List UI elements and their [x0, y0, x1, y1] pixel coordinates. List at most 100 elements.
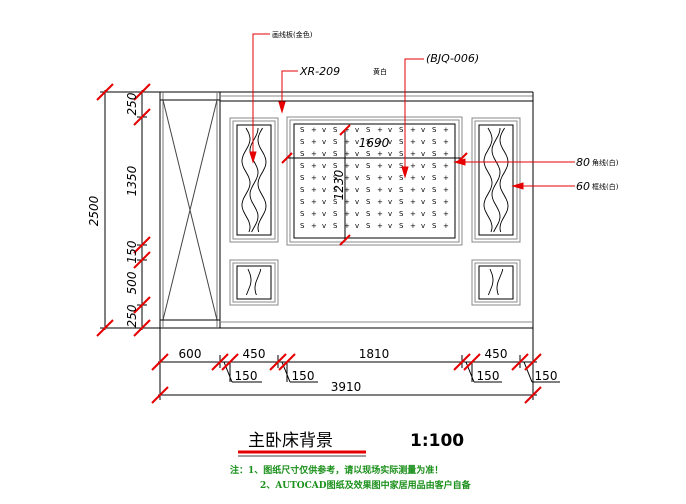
- pattern-glyph: v: [421, 126, 425, 134]
- pattern-glyph: +: [410, 198, 416, 206]
- pattern-glyph: +: [377, 186, 383, 194]
- dim-gap-1: 150: [292, 369, 315, 383]
- pattern-glyph: +: [311, 198, 317, 206]
- dim-bottom-2: 1810: [359, 347, 390, 361]
- pattern-glyph: +: [311, 162, 317, 170]
- pattern-glyph: +: [443, 150, 449, 158]
- pattern-glyph: S: [432, 126, 437, 134]
- pattern-glyph: S: [366, 162, 371, 170]
- pattern-glyph: +: [443, 222, 449, 230]
- dim-panel-height: 1230: [332, 169, 346, 200]
- pattern-glyph: S: [399, 150, 404, 158]
- dim-overall-height: 2500: [87, 195, 101, 226]
- pattern-glyph: S: [366, 210, 371, 218]
- wave-line: [483, 127, 493, 233]
- dim-left-3: 500: [125, 271, 139, 294]
- pattern-glyph: +: [344, 222, 350, 230]
- panel-right-small: [471, 259, 521, 306]
- pattern-glyph: +: [443, 186, 449, 194]
- pattern-glyph: +: [410, 138, 416, 146]
- pattern-glyph: S: [300, 210, 305, 218]
- pattern-glyph: S: [300, 138, 305, 146]
- pattern-glyph: S: [333, 222, 338, 230]
- pattern-glyph: +: [344, 186, 350, 194]
- pattern-glyph: +: [311, 138, 317, 146]
- dim-left-1: 1350: [125, 165, 139, 196]
- pattern-glyph: v: [322, 174, 326, 182]
- pattern-glyph: S: [333, 138, 338, 146]
- note-2: 2、AUTOCAD图纸及效果图中家居用品由客户自备: [260, 479, 472, 491]
- pattern-glyph: S: [366, 150, 371, 158]
- pattern-glyph: v: [421, 150, 425, 158]
- pattern-glyph: v: [421, 186, 425, 194]
- dim-left-4: 250: [125, 304, 139, 327]
- pattern-glyph: S: [366, 222, 371, 230]
- drawing-scale: 1:100: [410, 431, 464, 451]
- callout-leaders: [249, 33, 575, 190]
- pattern-glyph: v: [355, 186, 359, 194]
- wave-line: [499, 127, 509, 233]
- dim-left-2: 150: [125, 240, 139, 263]
- pattern-glyph: v: [322, 138, 326, 146]
- pattern-glyph: v: [421, 198, 425, 206]
- pattern-glyph: S: [432, 222, 437, 230]
- pattern-glyph: S: [333, 186, 338, 194]
- pattern-glyph: +: [410, 126, 416, 134]
- pattern-glyph: v: [355, 138, 359, 146]
- pattern-glyph: S: [432, 198, 437, 206]
- pattern-glyph: +: [377, 138, 383, 146]
- pattern-glyph: v: [388, 198, 392, 206]
- pattern-glyph: +: [344, 138, 350, 146]
- pattern-glyph: S: [399, 138, 404, 146]
- pattern-glyph: +: [311, 210, 317, 218]
- dim-bottom-1: 450: [243, 347, 266, 361]
- pattern-glyph: S: [432, 150, 437, 158]
- pattern-glyph: +: [311, 186, 317, 194]
- pattern-glyph: v: [421, 174, 425, 182]
- pattern-glyph: v: [322, 198, 326, 206]
- pattern-glyph: v: [388, 126, 392, 134]
- pattern-glyph: v: [322, 162, 326, 170]
- pattern-glyph: S: [432, 186, 437, 194]
- callout-line60-note: 框线(白): [592, 182, 619, 191]
- pattern-glyph: S: [333, 174, 338, 182]
- pattern-glyph: v: [421, 222, 425, 230]
- pattern-glyph: +: [443, 174, 449, 182]
- panel-center: [286, 116, 463, 246]
- pattern-glyph: v: [355, 222, 359, 230]
- pattern-glyph: S: [399, 126, 404, 134]
- pattern-glyph: S: [399, 222, 404, 230]
- wave-line: [496, 268, 504, 296]
- pattern-glyph: +: [311, 150, 317, 158]
- wave-line: [487, 268, 494, 296]
- pattern-glyph: +: [344, 198, 350, 206]
- pattern-glyph: +: [443, 126, 449, 134]
- pattern-glyph: S: [432, 210, 437, 218]
- pattern-glyph: v: [355, 150, 359, 158]
- pattern-glyph: S: [399, 174, 404, 182]
- pattern-glyph: +: [344, 150, 350, 158]
- callout-line80-note: 角线(白): [592, 158, 619, 167]
- wave-line: [241, 127, 251, 233]
- pattern-glyph: S: [432, 162, 437, 170]
- pattern-glyph: S: [399, 186, 404, 194]
- pattern-glyph: +: [443, 210, 449, 218]
- pattern-glyph: +: [311, 222, 317, 230]
- drawing-title: 主卧床背景: [248, 431, 333, 451]
- pattern-glyph: S: [300, 198, 305, 206]
- pattern-glyph: S: [432, 138, 437, 146]
- pattern-glyph: +: [410, 210, 416, 218]
- pattern-glyph: S: [333, 150, 338, 158]
- pattern-glyph: S: [300, 186, 305, 194]
- pattern-glyph: v: [355, 126, 359, 134]
- pattern-glyph: +: [377, 174, 383, 182]
- pattern-glyph: S: [366, 126, 371, 134]
- dim-overall-width: 3910: [331, 380, 362, 394]
- bottom-dimension-ticks: [151, 353, 542, 404]
- pattern-glyph: v: [421, 138, 425, 146]
- pattern-glyph: +: [344, 210, 350, 218]
- pattern-glyph: +: [410, 186, 416, 194]
- callout-xr-note: 黄白: [373, 67, 387, 76]
- pattern-glyph: S: [333, 210, 338, 218]
